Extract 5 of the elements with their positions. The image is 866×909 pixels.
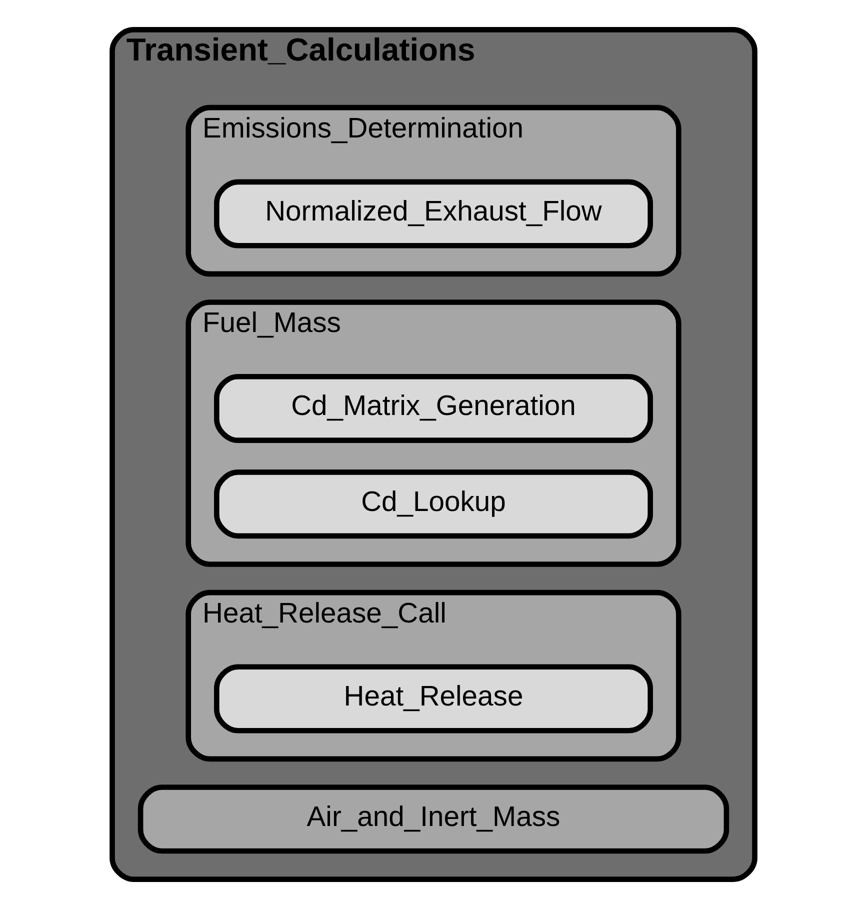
node-box: Normalized_Exhaust_Flow [214,179,652,248]
node-box: Air_and_Inert_Mass [137,784,729,854]
node-box: Heat_Release [214,664,652,734]
node-box: Cd_Lookup [214,470,652,539]
node-box: Cd_Matrix_Generation [214,374,652,443]
